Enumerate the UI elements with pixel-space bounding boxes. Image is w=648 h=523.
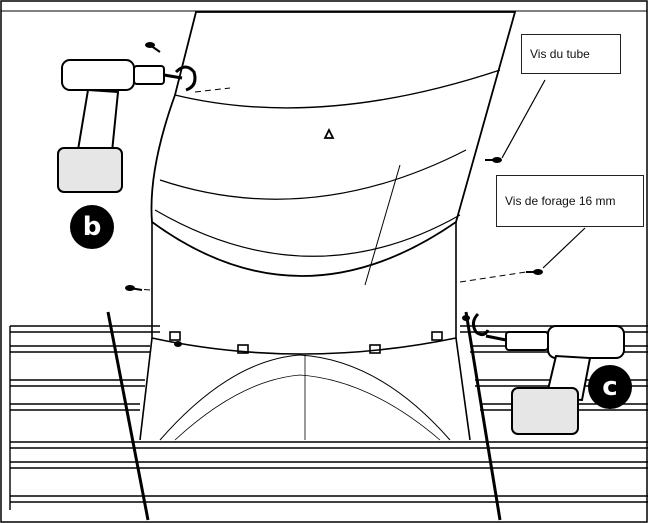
label-drill-screw: Vis de forage 16 mm bbox=[496, 175, 644, 227]
badge-c: c bbox=[588, 365, 632, 409]
power-drill-icon bbox=[57, 59, 197, 193]
tube bbox=[150, 11, 517, 286]
badge-b: b bbox=[70, 205, 114, 249]
screw-icon bbox=[125, 42, 543, 347]
label-tube-screw: Vis du tube bbox=[521, 34, 621, 74]
power-drill-icon bbox=[471, 312, 625, 435]
